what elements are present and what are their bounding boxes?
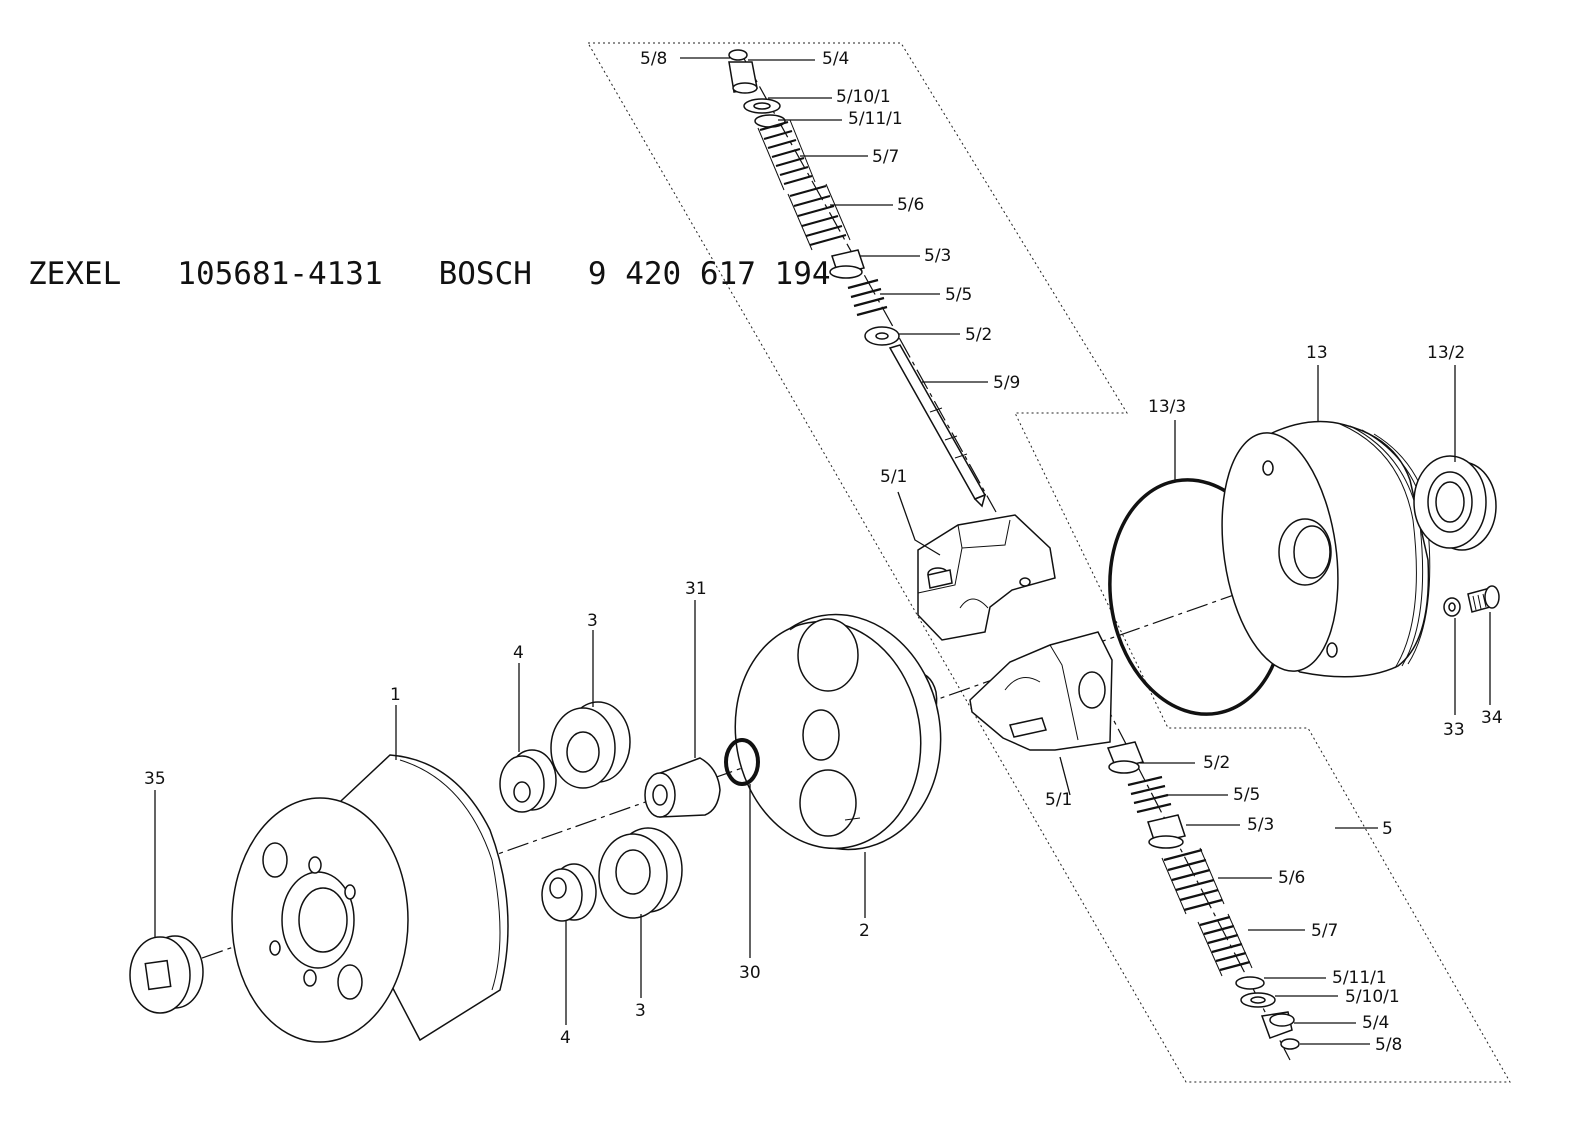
label-5: 5: [1382, 819, 1393, 839]
seat-5-3-bottom: [1147, 814, 1186, 844]
spring-5-6-bottom: [1161, 847, 1225, 915]
label-2: 2: [859, 921, 870, 941]
label-31: 31: [685, 579, 707, 599]
label-3-bottom: 3: [635, 1001, 646, 1021]
spring-5-5-bottom: [1127, 775, 1172, 814]
label-5-10-1-bottom: 5/10/1: [1345, 987, 1400, 1007]
washer-5-11-1-bottom: [1235, 976, 1265, 990]
label-5-9: 5/9: [993, 373, 1020, 393]
label-5-4-top: 5/4: [822, 49, 849, 69]
label-5-3-top: 5/3: [924, 246, 951, 266]
label-5-5-top: 5/5: [945, 285, 972, 305]
plate-2: [734, 613, 942, 851]
block-5-1-lower: [969, 631, 1113, 751]
label-1: 1: [390, 685, 401, 705]
label-13: 13: [1306, 343, 1328, 363]
spring-5-7-bottom: [1197, 913, 1253, 977]
plug-4-top: [499, 749, 557, 813]
label-5-8-top: 5/8: [640, 49, 667, 69]
block-5-1-upper: [917, 514, 1056, 641]
label-5-11-1-top: 5/11/1: [848, 109, 903, 129]
diagram-title: ZEXEL 105681-4131 BOSCH 9 420 617 194: [28, 256, 831, 292]
label-5-3-bottom: 5/3: [1247, 815, 1274, 835]
screw-34: [1467, 585, 1500, 613]
clip-5-8-bottom: [1280, 1038, 1300, 1050]
label-5-2-bottom: 5/2: [1203, 753, 1230, 773]
label-5-1-bottom: 5/1: [1045, 790, 1072, 810]
label-5-1-top: 5/1: [880, 467, 907, 487]
label-3-top: 3: [587, 611, 598, 631]
housing-1: [231, 754, 509, 1043]
label-33: 33: [1443, 720, 1465, 740]
label-5-10-1-top: 5/10/1: [836, 87, 891, 107]
label-5-8-bottom: 5/8: [1375, 1035, 1402, 1055]
clip-5-8-top: [728, 49, 748, 61]
label-5-6-bottom: 5/6: [1278, 868, 1305, 888]
bearing-13-2: [1413, 455, 1497, 551]
label-5-7-top: 5/7: [872, 147, 899, 167]
leader-lines: [154, 57, 1491, 1045]
spring-5-7-top: [757, 119, 816, 191]
spacer-3-top: [550, 701, 631, 789]
label-35: 35: [144, 769, 166, 789]
label-34: 34: [1481, 708, 1503, 728]
lower-valve-stack: [1106, 741, 1300, 1050]
callout-labels: 5/8 5/4 5/10/1 5/11/1 5/7 5/6 5/3 5/5 5/…: [144, 49, 1503, 1055]
snap-ring-30: [724, 738, 760, 786]
label-5-11-1-bottom: 5/11/1: [1332, 968, 1387, 988]
label-5-2-top: 5/2: [965, 325, 992, 345]
label-5-4-bottom: 5/4: [1362, 1013, 1389, 1033]
label-4-bottom: 4: [560, 1028, 571, 1048]
plug-35: [129, 935, 204, 1014]
spring-5-6-top: [787, 183, 851, 251]
sleeve-31: [644, 757, 721, 818]
label-4-top: 4: [513, 643, 524, 663]
spacer-3-bottom: [598, 827, 683, 919]
label-13-2: 13/2: [1427, 343, 1465, 363]
upper-valve-stack: [728, 49, 987, 508]
label-5-7-bottom: 5/7: [1311, 921, 1338, 941]
spring-5-5-top: [847, 278, 888, 317]
label-13-3: 13/3: [1148, 397, 1186, 417]
label-5-6-top: 5/6: [897, 195, 924, 215]
label-5-5-bottom: 5/5: [1233, 785, 1260, 805]
plug-4-bottom: [541, 863, 597, 922]
cover-13: [1221, 420, 1434, 678]
label-30: 30: [739, 963, 761, 983]
